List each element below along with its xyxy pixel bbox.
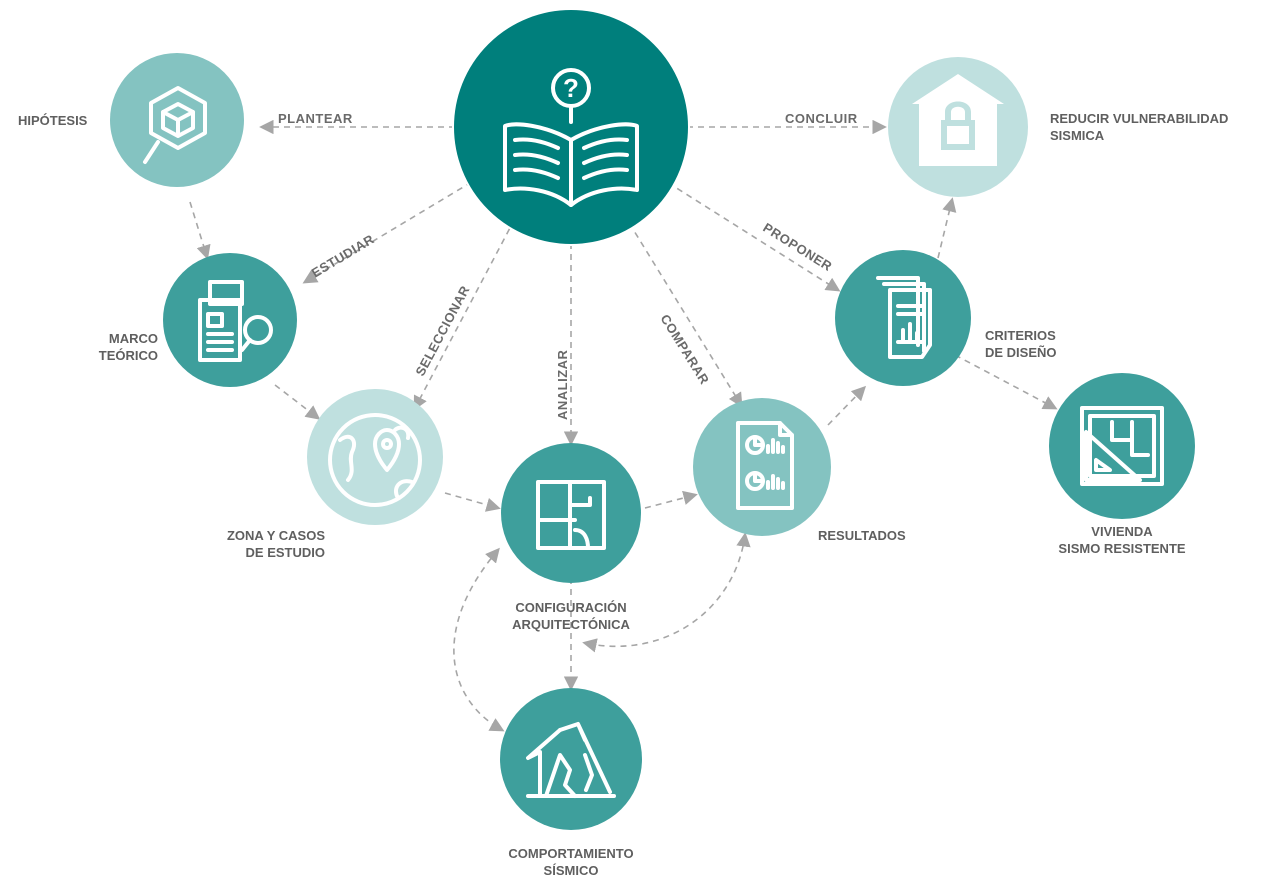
edges [189, 119, 1058, 732]
criterios-circle [835, 250, 971, 386]
node-comportamiento[interactable]: COMPORTAMIENTO SÍSMICO [500, 688, 642, 878]
configuracion-label-line1: CONFIGURACIÓN [515, 600, 626, 615]
edge-configuracion-comportamiento-loop [453, 547, 505, 732]
house-lock-icon [912, 74, 1004, 166]
document-stack-icon [876, 276, 932, 359]
comportamiento-label-line2: SÍSMICO [544, 863, 599, 878]
edge-label-plantear: PLANTEAR [278, 111, 353, 126]
vivienda-label-line1: VIVIENDA [1091, 524, 1153, 539]
floor-plan-icon [536, 480, 606, 550]
edge-seleccionar [413, 189, 531, 411]
node-resultados[interactable]: RESULTADOS [693, 398, 906, 543]
marco-label-line2: TEÓRICO [99, 348, 158, 363]
node-vivienda[interactable]: VIVIENDA SISMO RESISTENTE [1049, 373, 1195, 556]
svg-text:?: ? [563, 73, 579, 103]
vivienda-circle [1049, 373, 1195, 519]
magnifier-cube-icon [143, 86, 207, 164]
marco-label-line1: MARCO [109, 331, 158, 346]
hipotesis-label: HIPÓTESIS [18, 113, 88, 128]
edge-zona-configuracion [444, 492, 501, 512]
edge-label-concluir: CONCLUIR [785, 111, 858, 126]
edge-label-seleccionar: SELECCIONAR [412, 283, 472, 379]
edge-resultados-criterios [827, 385, 867, 426]
edge-marco-zona [274, 384, 321, 420]
collapsed-building-icon [526, 722, 616, 798]
edge-comparar [611, 194, 743, 408]
reducir-label-line2: SISMICA [1050, 128, 1105, 143]
comportamiento-label-line1: COMPORTAMIENTO [508, 846, 633, 861]
node-center[interactable]: ? [452, 8, 690, 246]
node-configuracion[interactable]: CONFIGURACIÓN ARQUITECTÓNICA [501, 443, 641, 632]
edge-configuracion-resultados [644, 490, 698, 509]
node-hipotesis[interactable]: HIPÓTESIS [18, 53, 244, 187]
resultados-label: RESULTADOS [818, 528, 906, 543]
document-magnifier-icon [198, 280, 273, 362]
comportamiento-circle [500, 688, 642, 830]
zona-label-line1: ZONA Y CASOS [227, 528, 325, 543]
edge-label-comparar: COMPARAR [657, 312, 712, 388]
blueprint-square-icon [1080, 406, 1164, 486]
edge-label-proponer: PROPONER [760, 220, 835, 274]
vivienda-label-line2: SISMO RESISTENTE [1058, 541, 1185, 556]
edge-label-analizar: ANALIZAR [555, 349, 570, 420]
node-criterios[interactable]: CRITERIOS DE DISEÑO [835, 250, 1057, 386]
configuracion-label-line2: ARQUITECTÓNICA [512, 617, 630, 632]
node-reducir[interactable]: REDUCIR VULNERABILIDAD SISMICA [888, 57, 1228, 197]
edge-criterios-vivienda [954, 354, 1058, 410]
zona-label-line2: DE ESTUDIO [246, 545, 325, 560]
center-circle [452, 8, 690, 246]
report-charts-icon [736, 421, 794, 510]
node-marco[interactable]: MARCO TEÓRICO [99, 253, 297, 387]
edge-label-estudiar: ESTUDIAR [309, 231, 377, 280]
open-book-question-icon: ? [503, 68, 639, 207]
marco-circle [163, 253, 297, 387]
edge-resultados-configuracion-loop [582, 532, 751, 653]
resultados-circle [693, 398, 831, 536]
globe-location-icon [328, 413, 422, 507]
node-zona[interactable]: ZONA Y CASOS DE ESTUDIO [227, 389, 443, 560]
reducir-label-line1: REDUCIR VULNERABILIDAD [1050, 111, 1228, 126]
edge-criterios-reducir [937, 197, 957, 259]
criterios-label-line1: CRITERIOS [985, 328, 1056, 343]
edge-hipotesis-marco [189, 201, 211, 260]
criterios-label-line2: DE DISEÑO [985, 345, 1057, 360]
